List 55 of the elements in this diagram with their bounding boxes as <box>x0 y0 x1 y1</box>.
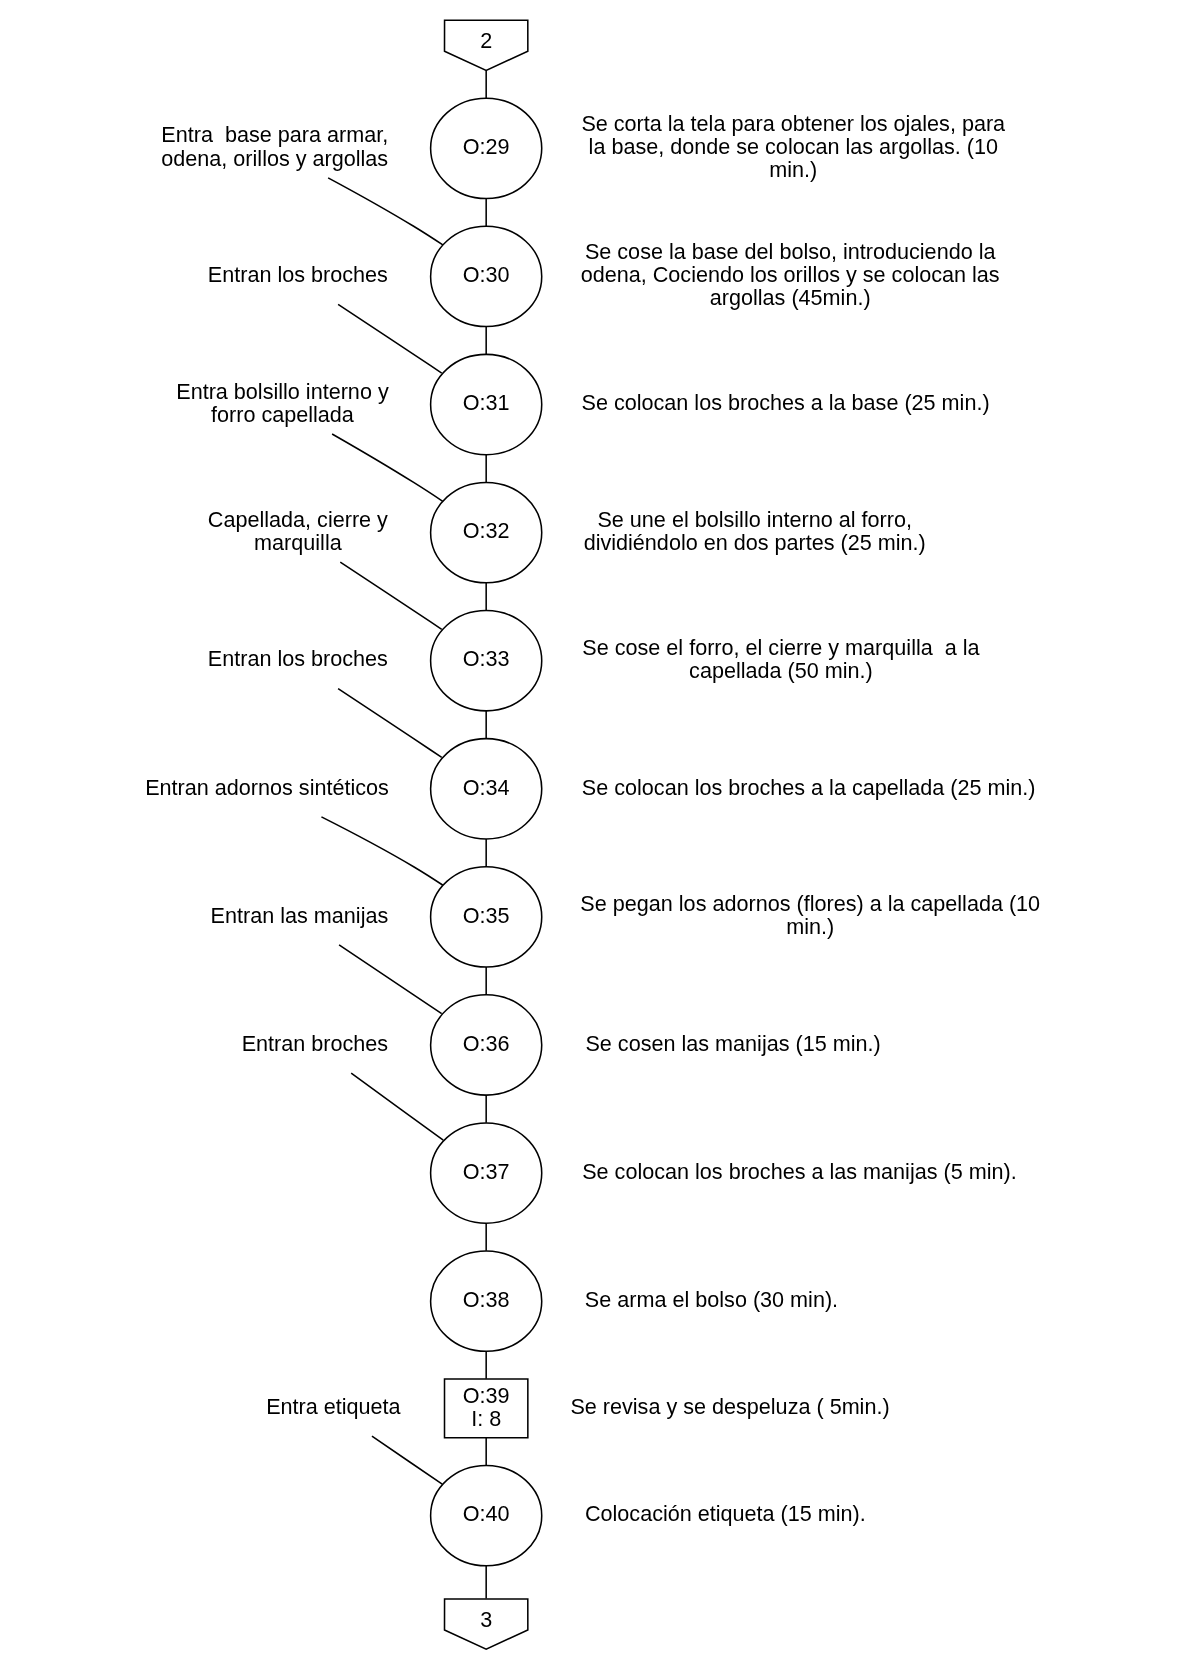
node-text: Entra etiqueta <box>266 1394 401 1420</box>
node-label: Se colocan los broches a la base (25 min.) <box>581 390 990 416</box>
connector <box>337 303 443 374</box>
connector <box>485 197 487 227</box>
connector <box>339 561 443 631</box>
node-circle: O:30 <box>429 225 543 328</box>
connector <box>485 69 487 99</box>
node-circle: O:40 <box>429 1464 543 1567</box>
connector <box>485 325 487 355</box>
node-circle: O:31 <box>429 353 543 456</box>
connector <box>485 838 487 868</box>
connector <box>338 944 443 1015</box>
node-circle: O:37 <box>429 1122 543 1224</box>
node-label: Se cose la base del bolso, introduciendo la odena, Cociendo los orillos y se colocan las argollas (45min.) <box>580 238 1000 311</box>
node-circle: O:36 <box>429 994 543 1096</box>
connector <box>485 1222 487 1252</box>
connector <box>485 1437 487 1466</box>
node-label: Se revisa y se despeluza ( 5min.) <box>570 1394 890 1420</box>
node-circle: O:33 <box>429 609 543 712</box>
node-text: Entran adornos sintéticos <box>145 774 389 800</box>
node-text: Entran broches <box>241 1030 389 1056</box>
node-circle: O:32 <box>429 481 543 584</box>
node-label: Se une el bolsillo interno al forro, dividiéndolo en dos partes (25 min.) <box>583 506 926 555</box>
node-text: Entran las manijas <box>210 902 389 928</box>
node-circle: O:35 <box>429 865 543 968</box>
connector <box>485 1094 487 1124</box>
node-text: Entran los broches <box>207 262 388 288</box>
connector <box>485 1565 487 1600</box>
node-label: Se arma el bolso (30 min). <box>584 1286 839 1312</box>
node-label: Se corta la tela para obtener los ojales, para la base, donde se colocan las argollas. (10 min.) <box>581 110 1006 183</box>
connector <box>371 1435 443 1485</box>
node-label: Se pegan los adornos (flores) a la capellada (10 min.) <box>580 891 1041 940</box>
node-label: Colocación etiqueta (15 min). <box>584 1501 866 1527</box>
connector <box>485 1350 487 1380</box>
node-circle: O:38 <box>429 1250 543 1353</box>
node-text: Entra base para armar, odena, orillos y argollas <box>161 122 389 171</box>
node-box: O:39 I: 8 <box>443 1378 529 1439</box>
node-text: Entran los broches <box>207 646 388 672</box>
connector <box>337 687 443 759</box>
connector <box>327 177 444 246</box>
node-label: Se colocan los broches a las manijas (5 min). <box>582 1158 1017 1184</box>
connector <box>485 454 487 484</box>
connector <box>485 582 487 612</box>
node-circle: O:29 <box>429 97 543 200</box>
connector <box>331 433 444 503</box>
connector <box>485 966 487 996</box>
node-circle: O:34 <box>429 737 543 840</box>
node-label: Se cosen las manijas (15 min.) <box>585 1030 881 1056</box>
connector <box>485 710 487 740</box>
node-label: Se colocan los broches a la capellada (25 min.) <box>581 774 1036 800</box>
node-text: Capellada, cierre y marquilla <box>207 506 388 555</box>
connector <box>320 816 444 886</box>
node-label: Se cose el forro, el cierre y marquilla a la capellada (50 min.) <box>582 634 980 683</box>
connector <box>350 1072 444 1141</box>
node-text: Entra bolsillo interno y forro capellada <box>176 378 389 427</box>
